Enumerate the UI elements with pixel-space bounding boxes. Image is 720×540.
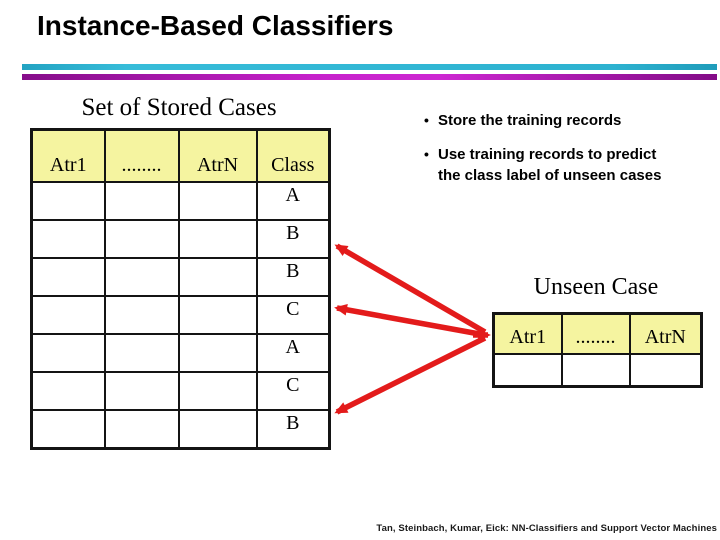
table-cell-empty bbox=[30, 295, 106, 335]
table-cell-empty bbox=[177, 295, 258, 335]
stored-header-atr1: Atr1 bbox=[30, 128, 106, 183]
table-row: A bbox=[30, 181, 331, 221]
page-title: Instance-Based Classifiers bbox=[37, 10, 394, 41]
arrow-to-stored-row-2 bbox=[334, 243, 487, 335]
unseen-header-dots: ........ bbox=[560, 312, 631, 355]
arrow-to-stored-row-7 bbox=[334, 335, 487, 415]
bullet-dot-icon: • bbox=[424, 112, 429, 128]
unseen-header-atr1: Atr1 bbox=[492, 312, 563, 355]
table-cell-empty bbox=[177, 371, 258, 411]
table-cell-empty bbox=[30, 371, 106, 411]
table-cell-empty bbox=[103, 371, 180, 411]
table-cell-empty bbox=[103, 257, 180, 297]
table-row: B bbox=[30, 409, 331, 450]
class-value-cell: A bbox=[255, 181, 331, 221]
class-value-cell: B bbox=[255, 409, 331, 450]
divider-bar-purple bbox=[22, 74, 717, 80]
table-cell-empty bbox=[103, 409, 180, 450]
table-cell-empty bbox=[103, 181, 180, 221]
table-row: B bbox=[30, 219, 331, 259]
stored-header-class: Class bbox=[255, 128, 331, 183]
table-cell-empty bbox=[492, 353, 563, 388]
table-cell-empty bbox=[560, 353, 631, 388]
unseen-case-table: Atr1 ........ AtrN bbox=[492, 312, 703, 388]
table-cell-empty bbox=[103, 219, 180, 259]
table-cell-empty bbox=[30, 181, 106, 221]
table-cell-empty bbox=[177, 257, 258, 297]
bullet-item: • Use training records to predict the cl… bbox=[424, 144, 676, 186]
bullet-item: • Store the training records bbox=[424, 110, 676, 131]
table-cell-empty bbox=[177, 181, 258, 221]
stored-cases-table: Atr1 ........ AtrN Class A B B C bbox=[30, 128, 331, 450]
table-cell-empty bbox=[103, 333, 180, 373]
table-row: C bbox=[30, 295, 331, 335]
unseen-header-row: Atr1 ........ AtrN bbox=[492, 312, 703, 355]
unseen-header-atrn: AtrN bbox=[628, 312, 703, 355]
bullet-text: Store the training records bbox=[438, 112, 622, 129]
bullet-list: • Store the training records • Use train… bbox=[424, 110, 676, 199]
table-cell-empty bbox=[177, 219, 258, 259]
stored-header-atrn: AtrN bbox=[177, 128, 258, 183]
table-row: C bbox=[30, 371, 331, 411]
class-value-cell: A bbox=[255, 333, 331, 373]
table-row: B bbox=[30, 257, 331, 297]
class-value-cell: C bbox=[255, 295, 331, 335]
footer-credit: Tan, Steinbach, Kumar, Eick: NN-Classifi… bbox=[376, 523, 717, 534]
unseen-case-title: Unseen Case bbox=[533, 274, 659, 300]
stored-cases-title: Set of Stored Cases bbox=[81, 94, 277, 121]
class-value-cell: B bbox=[255, 219, 331, 259]
table-cell-empty bbox=[30, 219, 106, 259]
table-cell-empty bbox=[30, 257, 106, 297]
table-cell-empty bbox=[103, 295, 180, 335]
class-value-cell: B bbox=[255, 257, 331, 297]
table-row bbox=[492, 353, 703, 388]
table-cell-empty bbox=[30, 333, 106, 373]
stored-header-row: Atr1 ........ AtrN Class bbox=[30, 128, 331, 183]
class-value-cell: C bbox=[255, 371, 331, 411]
divider-bar-teal bbox=[22, 64, 717, 70]
table-row: A bbox=[30, 333, 331, 373]
table-cell-empty bbox=[628, 353, 703, 388]
arrow-to-stored-row-4 bbox=[334, 304, 486, 338]
table-cell-empty bbox=[30, 409, 106, 450]
table-cell-empty bbox=[177, 409, 258, 450]
stored-header-dots: ........ bbox=[103, 128, 180, 183]
bullet-text: Use training records to predict the clas… bbox=[438, 146, 662, 184]
bullet-dot-icon: • bbox=[424, 146, 429, 162]
table-cell-empty bbox=[177, 333, 258, 373]
